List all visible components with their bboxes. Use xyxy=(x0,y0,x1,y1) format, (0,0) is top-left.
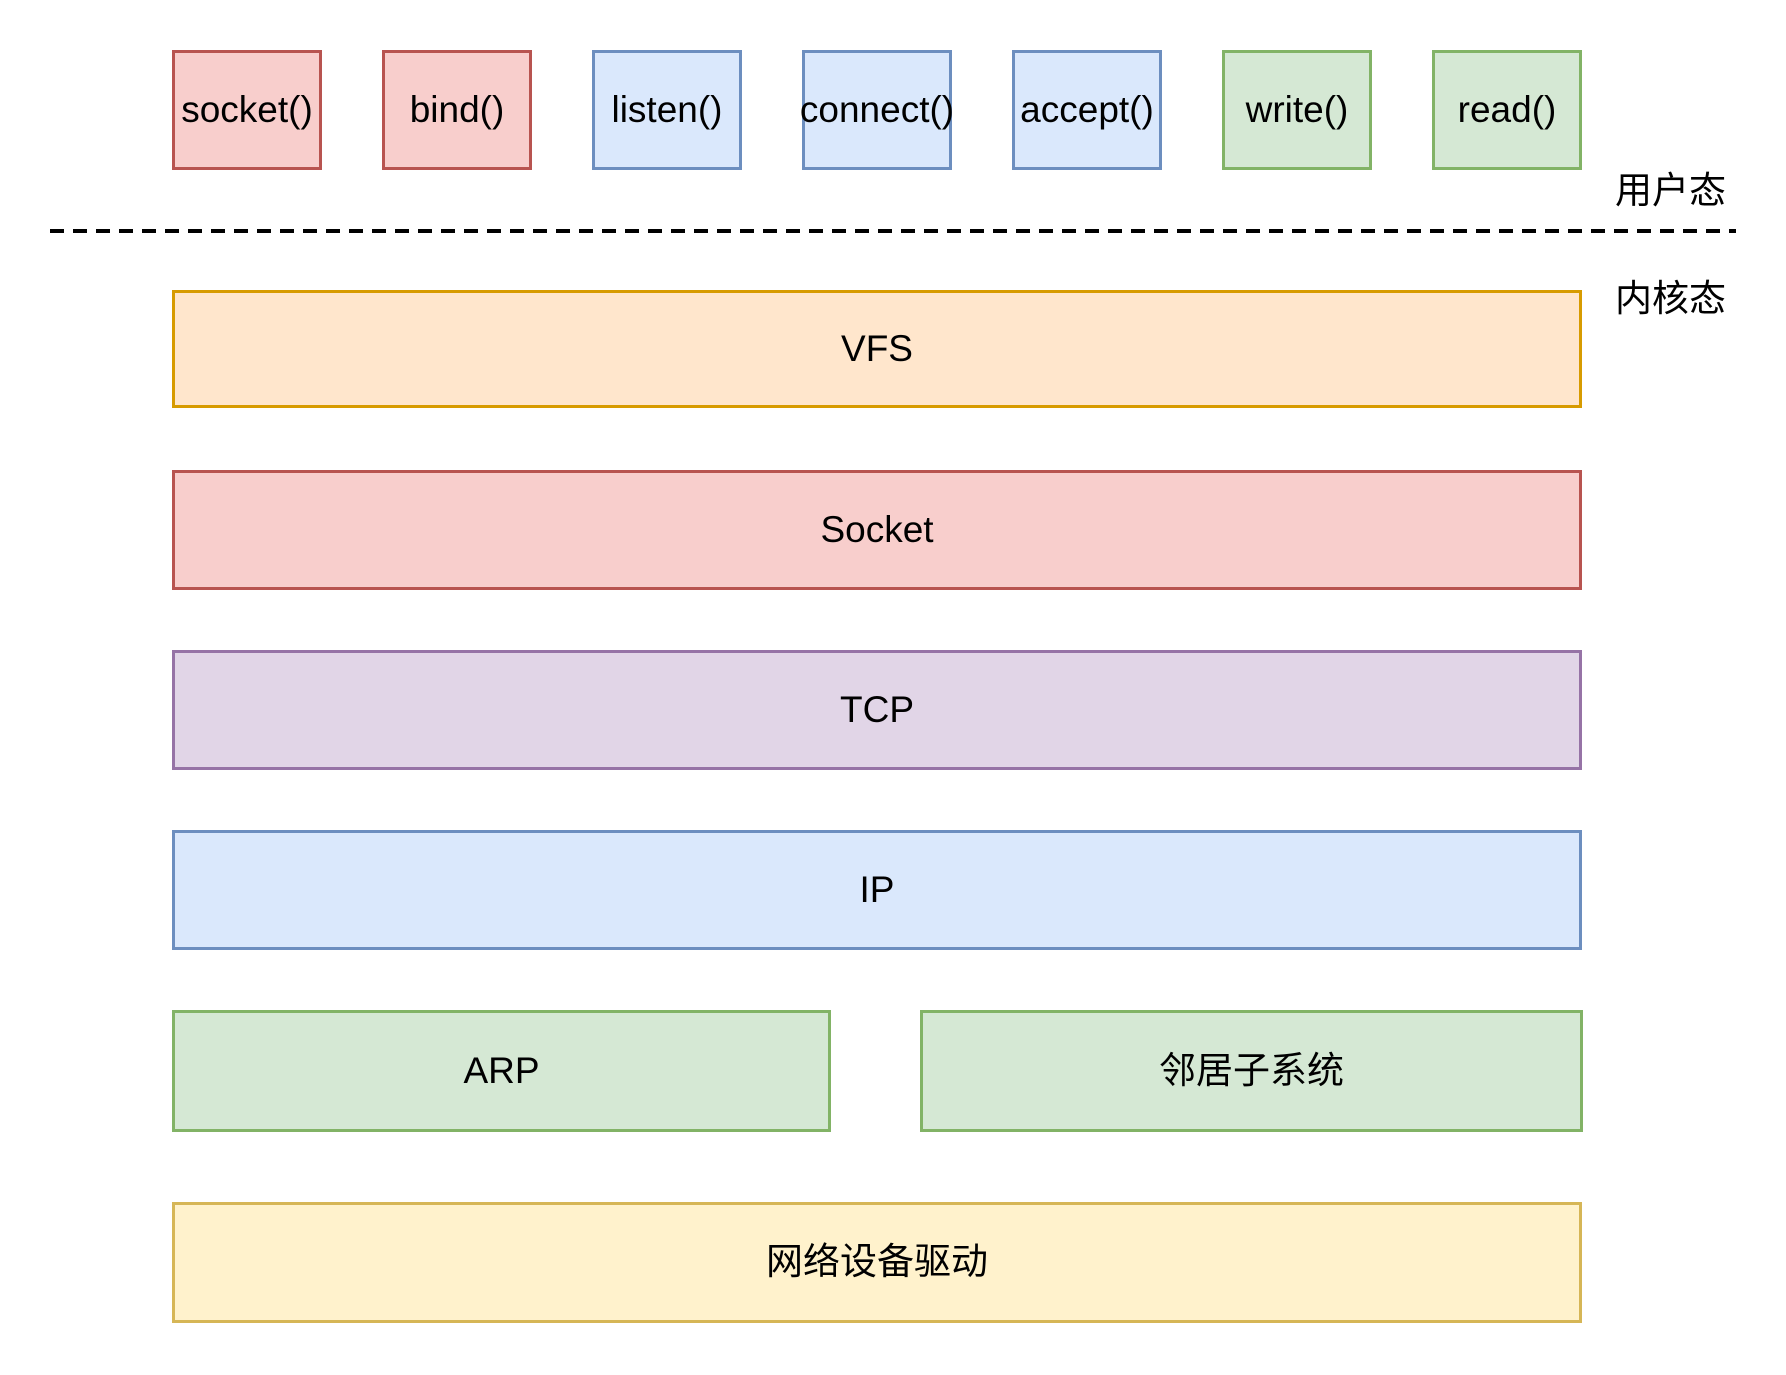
layer-vfs: VFS xyxy=(172,290,1582,408)
layer-network-device-driver: 网络设备驱动 xyxy=(172,1202,1582,1323)
kernel-mode-label: 内核态 xyxy=(1615,277,1726,320)
user-mode-label: 用户态 xyxy=(1615,169,1726,212)
layer-socket: Socket xyxy=(172,470,1582,590)
syscall-box-accept: accept() xyxy=(1012,50,1162,170)
syscall-row: socket() bind() listen() connect() accep… xyxy=(172,50,1582,170)
syscall-box-read: read() xyxy=(1432,50,1582,170)
syscall-box-write: write() xyxy=(1222,50,1372,170)
syscall-box-bind: bind() xyxy=(382,50,532,170)
layer-neighbor-subsystem: 邻居子系统 xyxy=(920,1010,1583,1132)
layer-arp: ARP xyxy=(172,1010,831,1132)
syscall-box-listen: listen() xyxy=(592,50,742,170)
syscall-box-connect: connect() xyxy=(800,50,954,170)
syscall-box-socket: socket() xyxy=(172,50,322,170)
layer-tcp: TCP xyxy=(172,650,1582,770)
layer-ip: IP xyxy=(172,830,1582,950)
user-kernel-divider xyxy=(50,229,1736,233)
